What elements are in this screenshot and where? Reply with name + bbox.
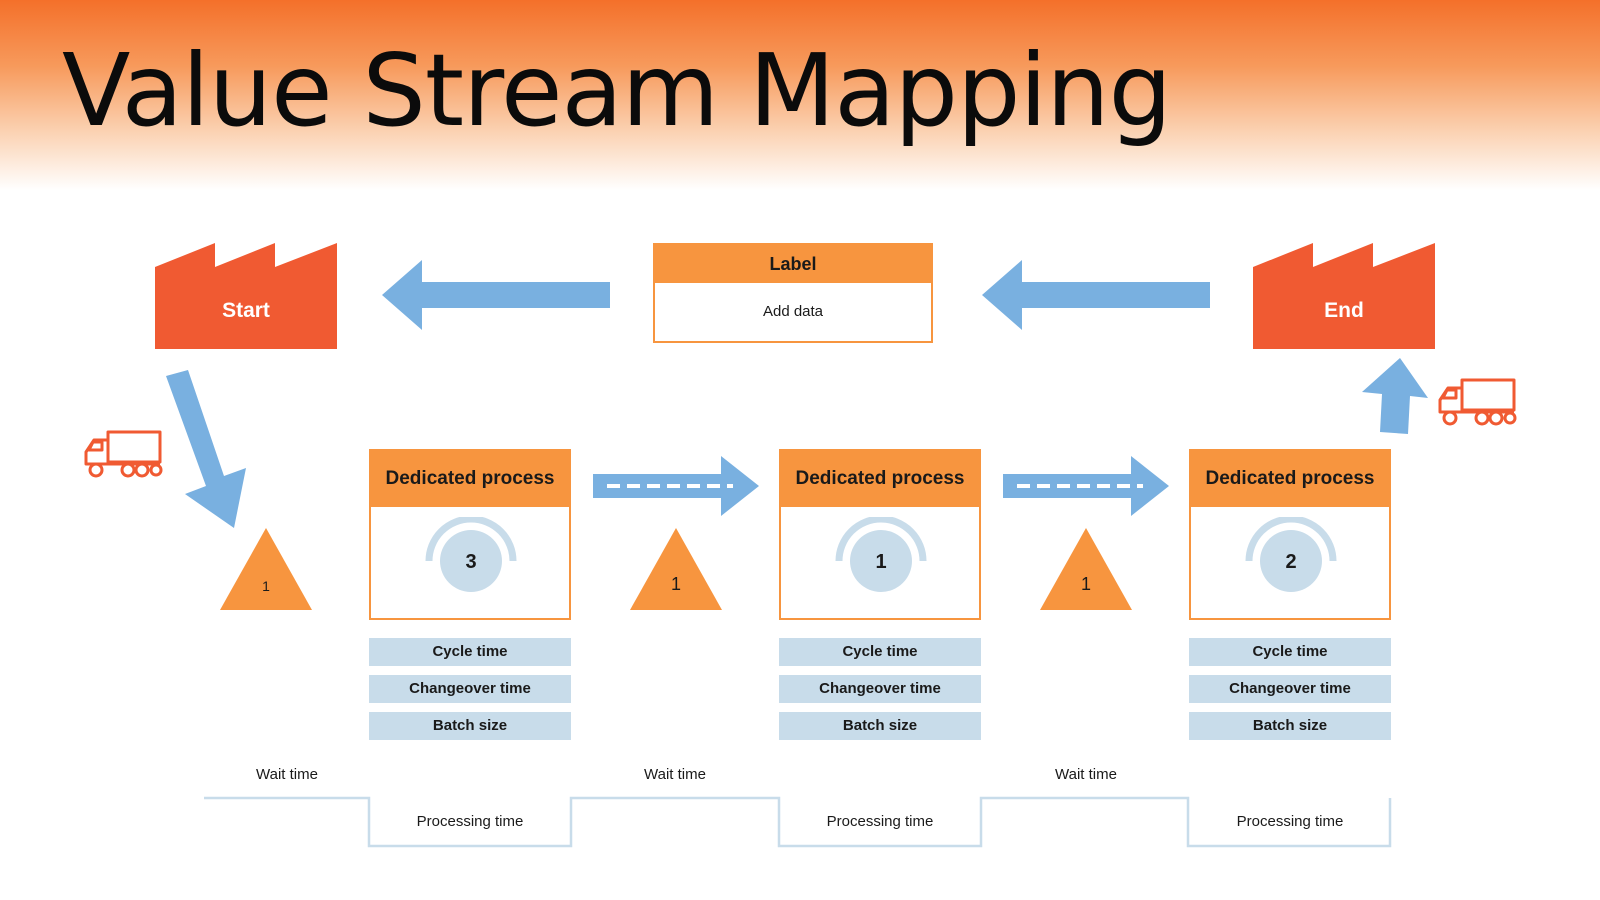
metric-cycle-time: Cycle time: [369, 638, 571, 666]
inventory-count: 1: [670, 574, 681, 594]
truck-icon: [84, 430, 163, 478]
metric-changeover-time: Changeover time: [1189, 675, 1391, 703]
wait-time-label: Wait time: [644, 766, 706, 783]
operator-icon: [1245, 515, 1337, 592]
inventory-triangle-icon: [1040, 528, 1132, 610]
inventory-triangle-icon: [630, 528, 722, 610]
factory-icon: [1253, 243, 1435, 349]
processing-time-label: Processing time: [826, 813, 934, 830]
operator-icon: [835, 515, 927, 592]
process-title: Dedicated process: [781, 451, 979, 507]
metric-cycle-time: Cycle time: [1189, 638, 1391, 666]
truck-icon: [1438, 378, 1517, 426]
push-arrow-icon: [593, 456, 759, 516]
operator-gauge: 1: [835, 515, 927, 597]
metric-batch-size: Batch size: [1189, 712, 1391, 740]
process-box-1[interactable]: Dedicated process 3: [369, 449, 571, 620]
processing-time-label: Processing time: [1236, 813, 1344, 830]
operator-count: 3: [465, 551, 477, 573]
metric-changeover-time: Changeover time: [779, 675, 981, 703]
operator-gauge: 2: [1245, 515, 1337, 597]
start-factory[interactable]: Start: [155, 243, 337, 349]
info-label-title: Label: [655, 245, 931, 283]
inventory-triangle[interactable]: 1: [220, 528, 312, 610]
inventory-count: 1: [262, 578, 270, 594]
processing-time-label: Processing time: [416, 813, 524, 830]
metric-cycle-time: Cycle time: [779, 638, 981, 666]
inventory-triangle[interactable]: 1: [630, 528, 722, 610]
inventory-triangle[interactable]: 1: [1040, 528, 1132, 610]
header-banner: [0, 0, 1600, 190]
inventory-count: 1: [1080, 574, 1091, 594]
inventory-triangle-icon: [220, 528, 312, 610]
end-factory[interactable]: End: [1253, 243, 1435, 349]
operator-count: 1: [875, 551, 887, 573]
flow-arrow-left-icon: [982, 260, 1210, 330]
info-label-body: Add data: [762, 303, 824, 320]
operator-gauge: 3: [425, 515, 517, 597]
flow-arrow-left-icon: [382, 260, 610, 330]
process-box-2[interactable]: Dedicated process 1: [779, 449, 981, 620]
metric-batch-size: Batch size: [369, 712, 571, 740]
wait-time-label: Wait time: [1055, 766, 1117, 783]
operator-icon: [425, 515, 517, 592]
process-box-3[interactable]: Dedicated process 2: [1189, 449, 1391, 620]
metric-batch-size: Batch size: [779, 712, 981, 740]
shipment-arrow-up-icon: [1362, 358, 1428, 434]
factory-icon: [155, 243, 337, 349]
info-label-box[interactable]: Label Add data: [653, 243, 933, 343]
end-label: End: [1324, 299, 1364, 322]
shipment-arrow-down-icon: [166, 370, 246, 528]
page-title: Value Stream Mapping: [62, 32, 1172, 149]
process-title: Dedicated process: [371, 451, 569, 507]
metric-changeover-time: Changeover time: [369, 675, 571, 703]
push-arrow-icon: [1003, 456, 1169, 516]
operator-count: 2: [1285, 551, 1297, 573]
start-label: Start: [222, 299, 270, 322]
process-title: Dedicated process: [1191, 451, 1389, 507]
wait-time-label: Wait time: [256, 766, 318, 783]
